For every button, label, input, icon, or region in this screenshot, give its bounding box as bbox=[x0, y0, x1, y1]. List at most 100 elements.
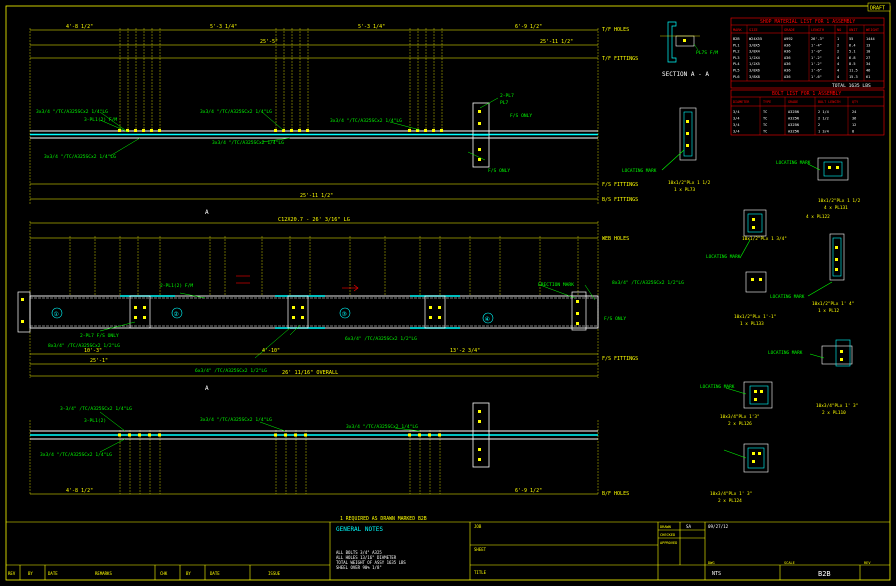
locating-mark-6: LOCATING MARK bbox=[700, 384, 735, 390]
note-line-4: SHEEL OVER 90% 1/8" bbox=[336, 565, 382, 570]
tb-chk: CHK bbox=[160, 571, 168, 576]
top-plate-tag: 3-PL1(2) F/M bbox=[84, 117, 117, 123]
erection-mark: ERECTION MARK bbox=[538, 282, 574, 288]
material-cell: 2 bbox=[837, 50, 839, 54]
plate-details bbox=[661, 107, 853, 473]
tb-title: TITLE bbox=[474, 570, 487, 575]
elev-sub-dim: 25'-1" bbox=[90, 358, 108, 364]
material-cell: 3/8X4 bbox=[749, 50, 760, 54]
elevation-view: C12X20.7 - 26' 3/16" LG WEB HOLES bbox=[17, 217, 684, 392]
top-callout-4: 3x3/4 "/TC/A325SCx2 1/4"LG bbox=[212, 140, 284, 146]
top-callout-2: 3x3/4 "/TC/A325SCx2 1/4"LG bbox=[44, 154, 116, 160]
plate-detail-labels: LOCATING MARK 10x1/2"PLx 1 1/2 1 x PL73 … bbox=[622, 160, 861, 504]
bolt-cell: 12 bbox=[852, 123, 856, 127]
tb-date-value: 09/27/12 bbox=[708, 524, 729, 529]
material-cell: 1/2X5 bbox=[749, 62, 760, 66]
material-cell: 4 bbox=[837, 75, 839, 79]
bolt-header-cell: BOLT LENGTH bbox=[818, 100, 840, 104]
material-cell: 1'-2" bbox=[811, 62, 822, 66]
material-cell: 1 bbox=[837, 37, 839, 41]
tb-date: DATE bbox=[48, 571, 58, 576]
drawing-number: B2B bbox=[818, 570, 831, 578]
detail-8-label: 10x1/2"PLx 1 3/4" bbox=[742, 236, 787, 242]
material-cell: PL4 bbox=[733, 62, 740, 66]
material-header-cell: WEIGHT bbox=[866, 28, 880, 32]
bubble-4: ④ bbox=[485, 316, 490, 323]
material-cell: 61 bbox=[866, 75, 870, 79]
bolt-cell: 2 1/4 bbox=[818, 110, 829, 114]
bolt-cell: TC bbox=[763, 117, 767, 121]
elev-plate-note: 2-PL1(2) F/M bbox=[160, 283, 193, 289]
top-dim-left: 4'-8 1/2" bbox=[66, 24, 93, 30]
material-cell: 1'-4" bbox=[811, 43, 822, 47]
material-cell: 15.3 bbox=[849, 75, 858, 79]
tb-sheet: SHEET bbox=[474, 547, 487, 552]
locating-mark-5: LOCATING MARK bbox=[768, 350, 803, 356]
elev-plate-note3: F/S ONLY bbox=[604, 316, 626, 322]
bubble-3: ③ bbox=[342, 311, 347, 318]
material-cell: W24X55 bbox=[749, 37, 762, 41]
bolt-cell: TC bbox=[763, 123, 767, 127]
bolt-header-cell: GRADE bbox=[788, 100, 798, 104]
detail-1-label: 10x1/2"PLx 1 1/2 bbox=[668, 180, 711, 186]
bolt-cell: A325N bbox=[788, 117, 799, 121]
section-pl-label: PL7S F/M bbox=[696, 50, 718, 56]
bolt-cell: 3/4 bbox=[733, 130, 740, 134]
bolt-header-cell: DIAMETER bbox=[733, 100, 750, 104]
material-cell: A36 bbox=[784, 75, 791, 79]
material-cell: 1/2X4 bbox=[749, 56, 760, 60]
detail-4-label: 10x1/2"PLx 1' 4" bbox=[812, 301, 854, 307]
material-cell: 1'-2" bbox=[811, 56, 822, 60]
material-total: TOTAL 1635 LBS bbox=[832, 83, 871, 89]
bolt-cell: 2 1/2 bbox=[818, 117, 829, 121]
tb-scale-label: SCALE bbox=[784, 561, 795, 565]
corner-tag-box bbox=[867, 2, 891, 12]
bubble-1: ① bbox=[54, 311, 59, 318]
material-cell: 55 bbox=[849, 37, 853, 41]
section-title: SECTION A - A bbox=[662, 71, 709, 78]
bolt-cell: A325N bbox=[788, 110, 799, 114]
material-cell: 13 bbox=[866, 43, 870, 47]
elevation-title: C12X20.7 - 26' 3/16" LG bbox=[278, 217, 350, 223]
elev-dim-right: 13'-2 3/4" bbox=[450, 348, 480, 354]
elev-callout-b: 6x3/4" /TC/A325SCx2 1/2"LG bbox=[195, 368, 267, 374]
bolt-cell: 2 bbox=[818, 123, 820, 127]
detail-3-label: 10x1/2"PLx 1'-1" bbox=[734, 314, 776, 320]
tb-drawn: DRAWN bbox=[660, 525, 671, 529]
bottom-callout-4: 3x3/4 "/TC/A325SCx2 1/4"LG bbox=[346, 424, 418, 430]
material-cell: 3/8X5 bbox=[749, 43, 760, 47]
bolt-cell: 3/4 bbox=[733, 123, 740, 127]
material-header-cell: LENGTH bbox=[811, 28, 824, 32]
bottom-view: 3-3/4" /TC/A325SCx2 1/4"LG 3-PL1(2) 3x3/… bbox=[29, 402, 629, 497]
tb-rev-label: REV bbox=[864, 561, 871, 565]
title-block bbox=[6, 521, 890, 580]
material-cell: 1'-6" bbox=[811, 69, 822, 73]
detail-2-label: 10x1/2"PLx 1 1/2 bbox=[818, 198, 861, 204]
material-cell: A36 bbox=[784, 56, 791, 60]
bolt-cell: TC bbox=[763, 110, 767, 114]
material-cell: PL3 bbox=[733, 56, 740, 60]
material-cell: 46 bbox=[866, 69, 870, 73]
note-tf-fittings: T/F FITTINGS bbox=[602, 56, 638, 62]
top-only-tag: F/S ONLY bbox=[510, 113, 532, 119]
bubble-2: ② bbox=[174, 311, 179, 318]
bolt-cell: 3/4 bbox=[733, 117, 740, 121]
material-cell: 27 bbox=[866, 56, 870, 60]
material-cell: 4 bbox=[837, 56, 839, 60]
bottom-dim-left: 4'-8 1/2" bbox=[66, 488, 93, 494]
detail-7b-label: 2 x PL124 bbox=[718, 498, 742, 504]
overall-bottom-dim: 25'-11 1/2" bbox=[300, 193, 333, 199]
bolt-header-cell: TYPE bbox=[763, 100, 771, 104]
elev-ff-fittings: F/S FITTINGS bbox=[602, 356, 638, 362]
material-header-cell: SIZE bbox=[749, 28, 758, 32]
material-cell: 6.4 bbox=[849, 43, 856, 47]
tb-dwg: DWG bbox=[708, 561, 715, 565]
material-cell: 6.8 bbox=[849, 56, 856, 60]
sheet-border bbox=[5, 5, 891, 581]
material-cell: PL5 bbox=[733, 69, 740, 73]
